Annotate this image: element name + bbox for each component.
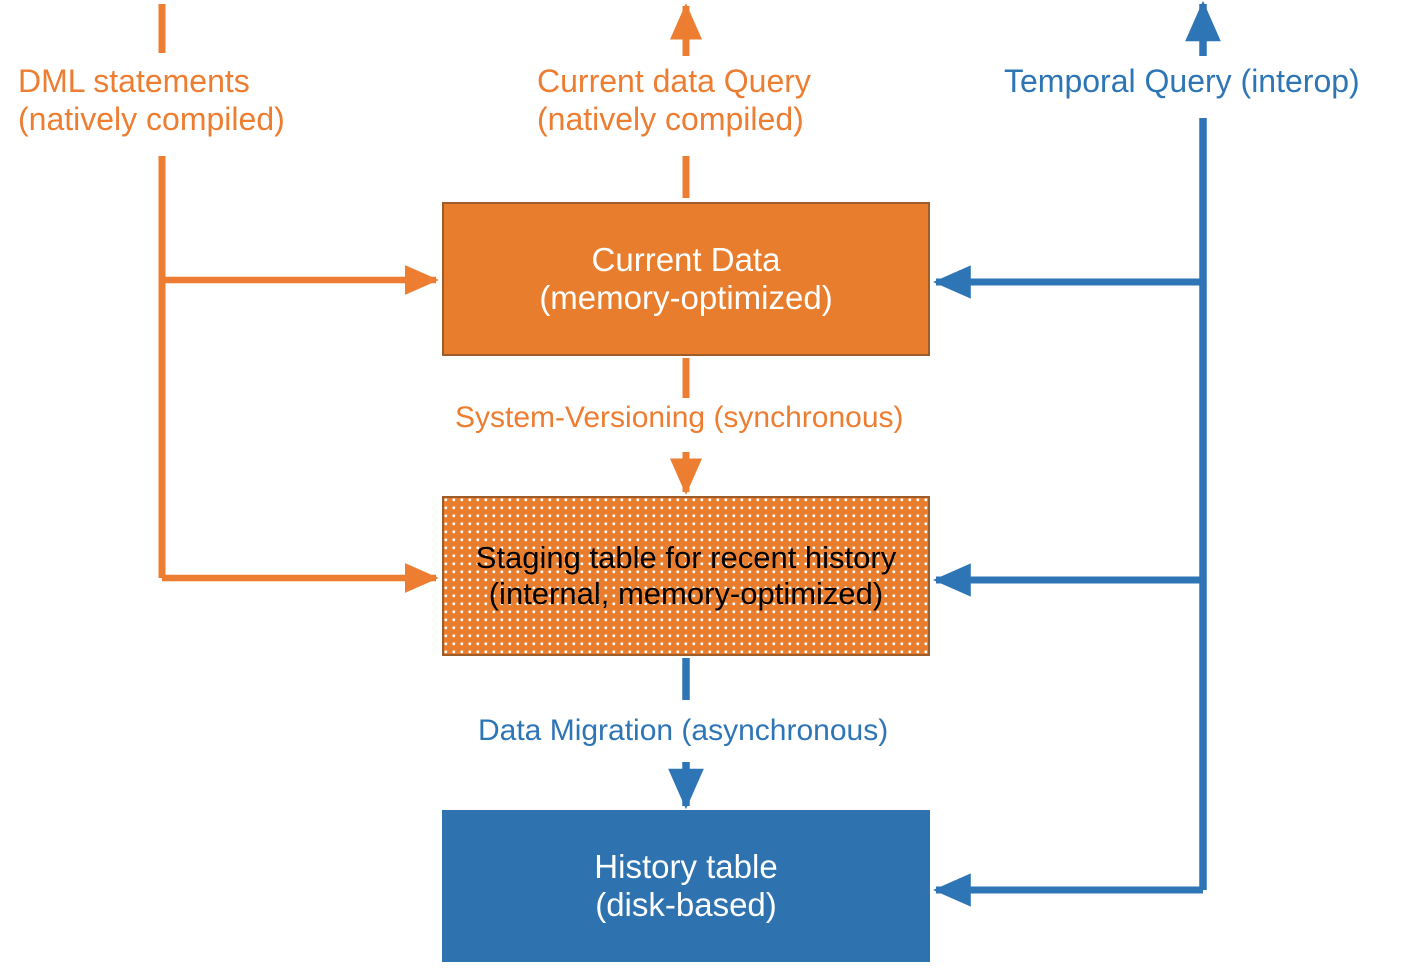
edge-label-dml-statements: DML statements (natively compiled) (18, 63, 285, 138)
node-staging-table-label: Staging table for recent history (intern… (475, 540, 897, 611)
edge-label-data-migration: Data Migration (asynchronous) (478, 714, 889, 747)
node-history-table-label: History table (disk-based) (594, 847, 778, 923)
edge-label-system-versioning: System-Versioning (synchronous) (455, 401, 904, 434)
node-staging-table: Staging table for recent history (intern… (442, 496, 930, 656)
edge-label-current-data-query: Current data Query (natively compiled) (537, 63, 811, 138)
node-current-data-label: Current Data (memory-optimized) (539, 240, 833, 316)
node-history-table: History table (disk-based) (442, 810, 930, 962)
connector-temporal-query (932, 0, 1221, 907)
edge-label-temporal-query: Temporal Query (interop) (1004, 63, 1360, 99)
node-current-data: Current Data (memory-optimized) (442, 202, 930, 356)
connector-dml-statements (158, 4, 439, 593)
